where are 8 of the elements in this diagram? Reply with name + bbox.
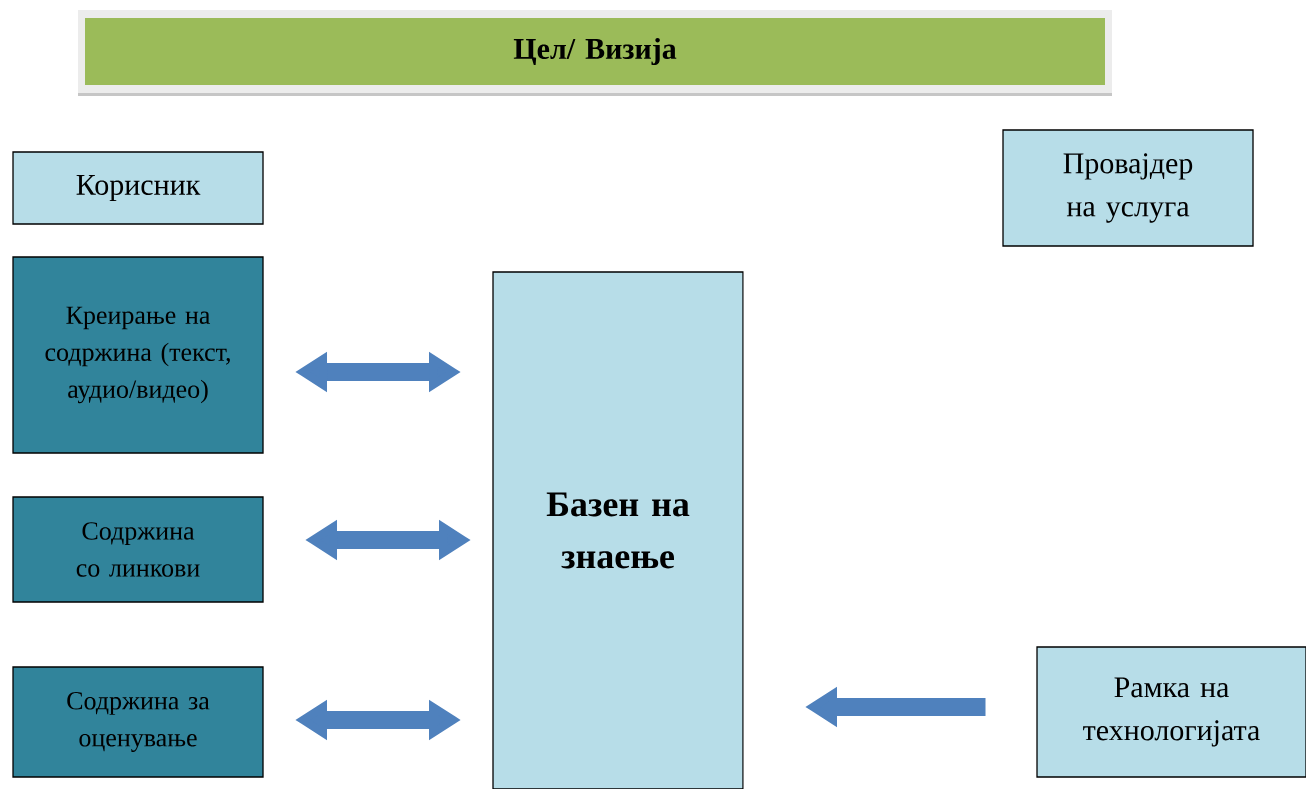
content-box: Креирање на содржина (текст, аудио/видео) [12, 256, 264, 454]
role-box: Провајдер на услуга [1002, 129, 1254, 247]
content-box: Содржина со линкови [12, 496, 264, 603]
framework-box: Рамка на технологијата [1036, 646, 1306, 778]
knowledge-pool-box: Базен на знаење [492, 271, 744, 789]
role-box: Корисник [12, 151, 264, 225]
content-box: Содржина за оценување [12, 666, 264, 778]
title-banner: Цел/ Визија [78, 10, 1112, 96]
